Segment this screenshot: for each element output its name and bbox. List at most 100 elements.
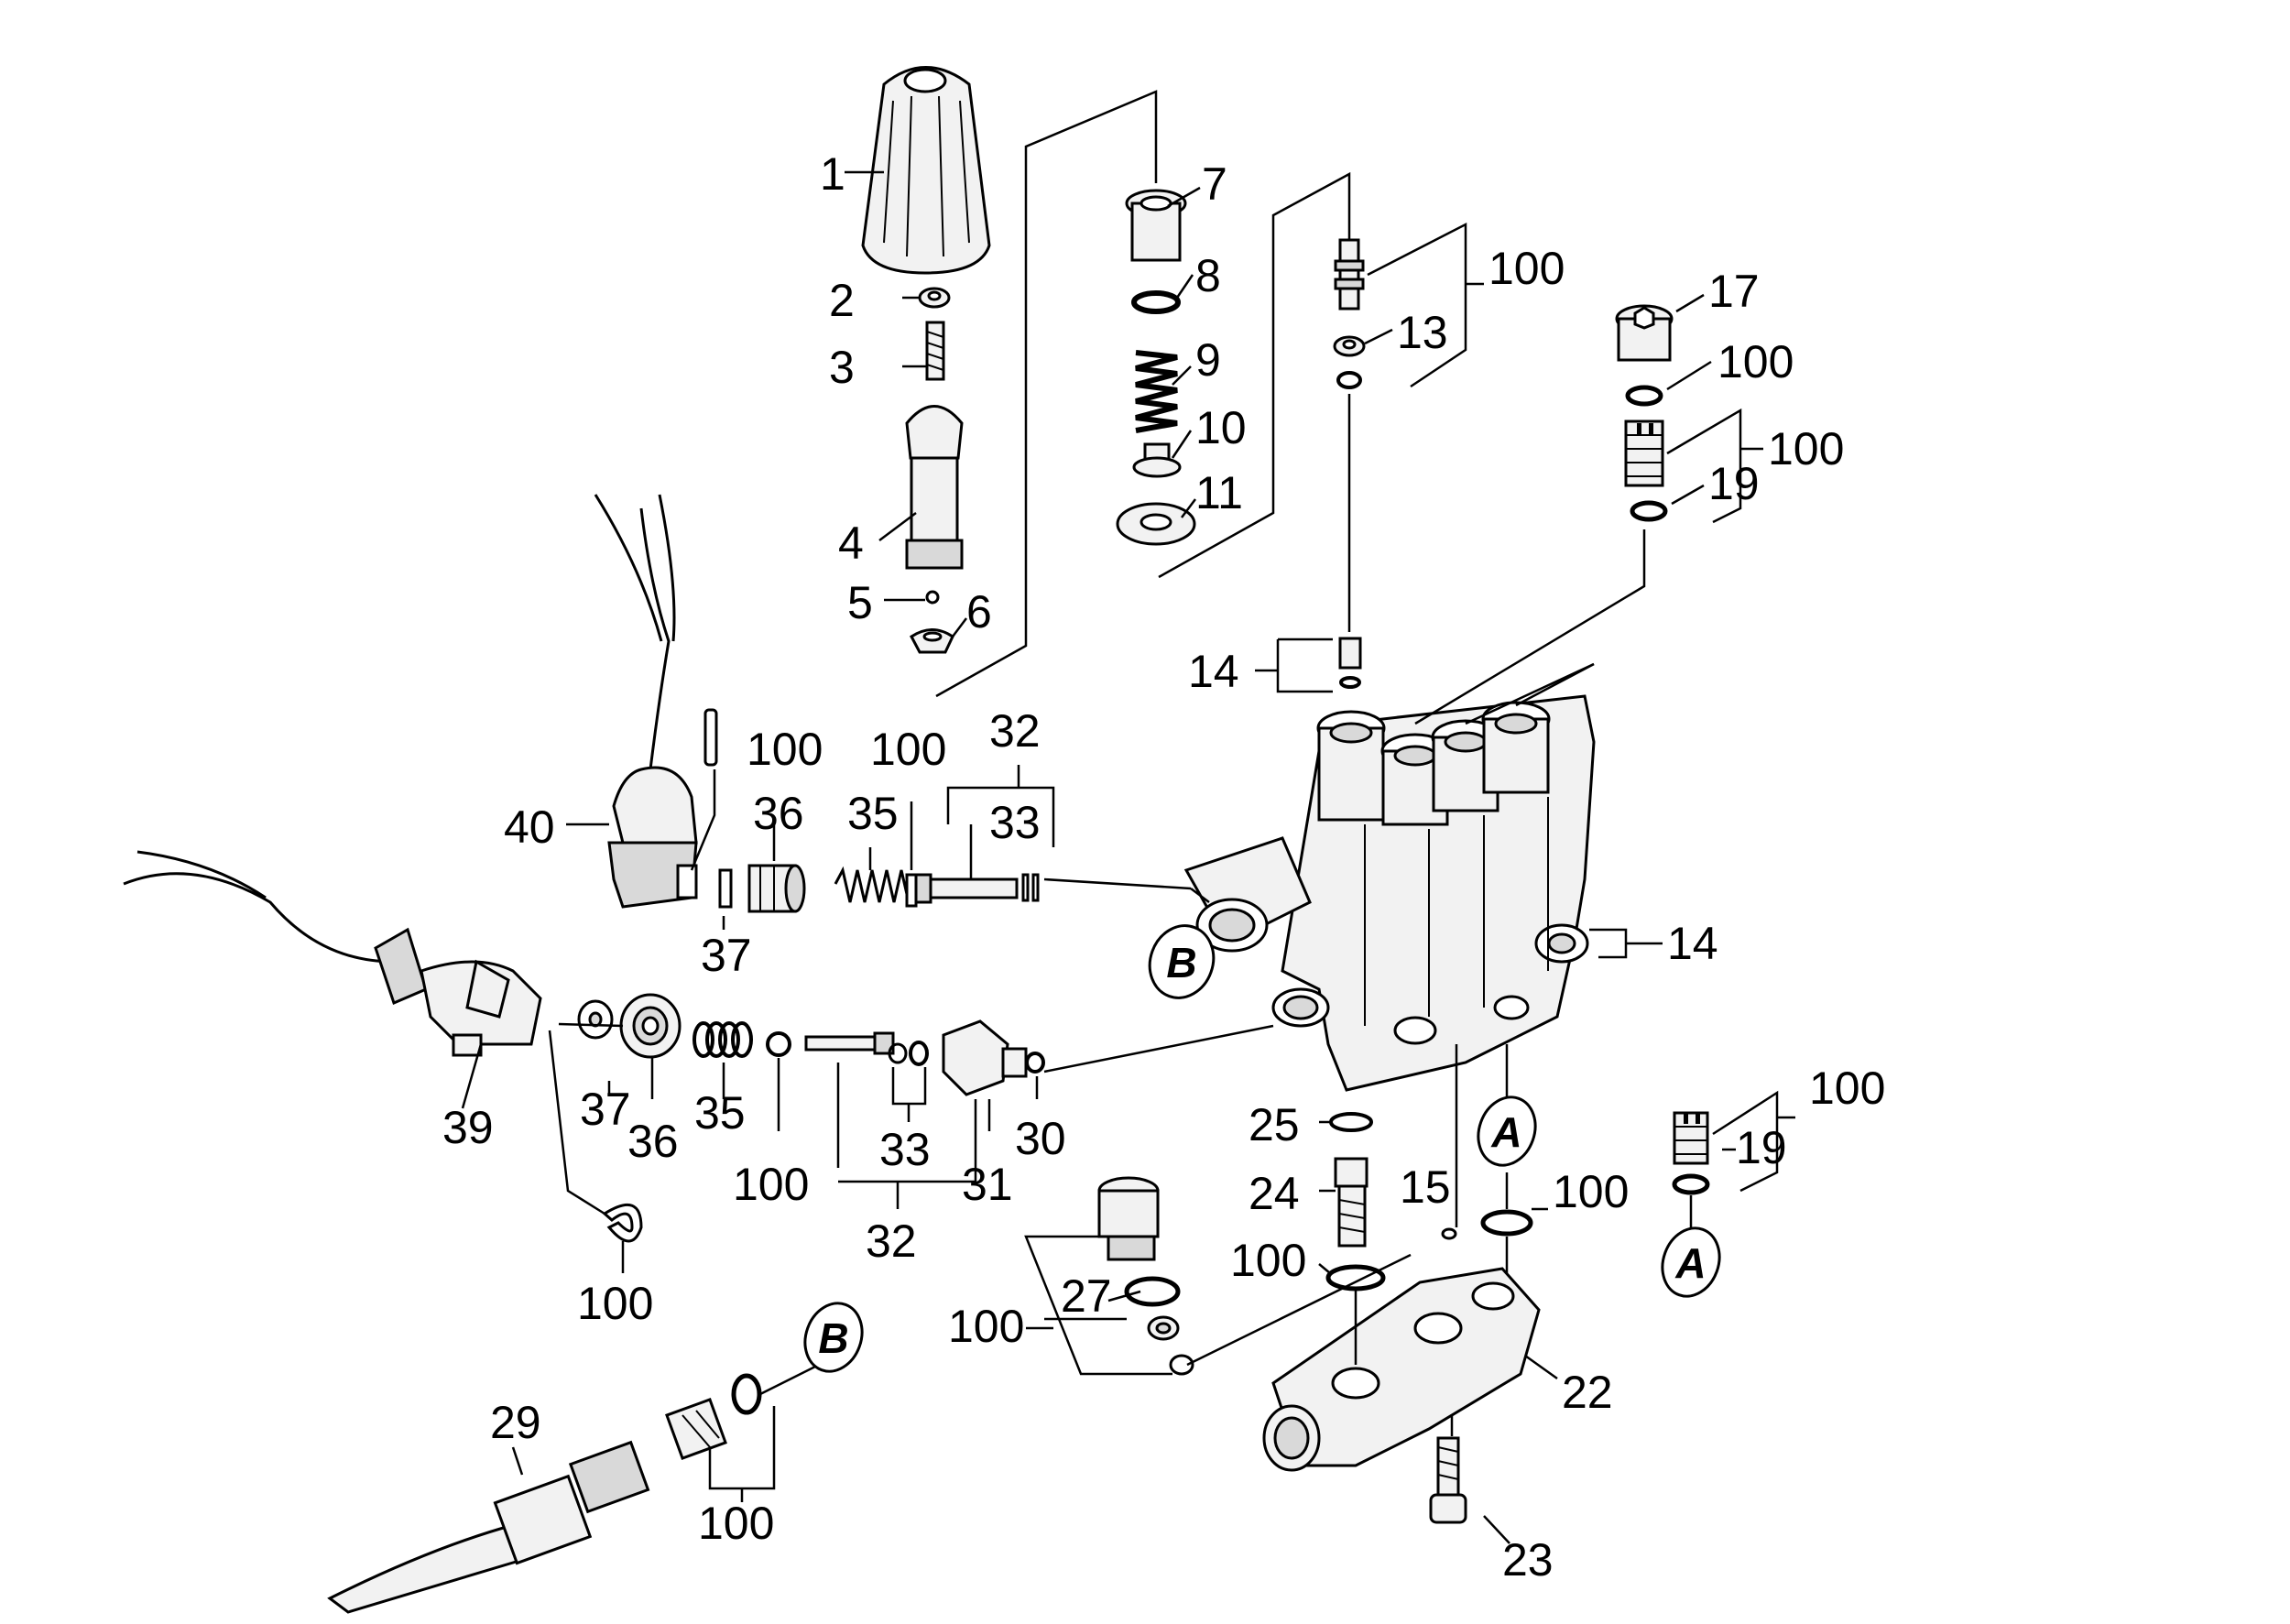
svg-text:B: B — [818, 1314, 848, 1362]
part-19-o-ring — [1630, 500, 1668, 522]
part-13-nut — [1333, 335, 1366, 357]
part-15-o-ring — [1441, 1227, 1457, 1240]
part-100-connector-lower — [665, 1398, 727, 1460]
part-6-seat — [910, 628, 954, 654]
label-24: 24 — [1249, 1168, 1300, 1219]
label-25: 25 — [1249, 1099, 1300, 1150]
label-13: 13 — [1397, 307, 1448, 358]
label-11: 11 — [1195, 467, 1243, 518]
part-1-knob — [861, 66, 991, 275]
label-35-upper: 35 — [847, 788, 899, 839]
label-32-lower: 32 — [866, 1215, 917, 1267]
label-9: 9 — [1195, 334, 1221, 386]
part-4-valve-body — [905, 405, 964, 570]
label-31: 31 — [962, 1159, 1013, 1210]
part-100-washer-lower — [766, 1031, 791, 1057]
label-7: 7 — [1202, 158, 1227, 210]
part-25-o-ring — [1329, 1112, 1373, 1132]
label-37-lower: 37 — [580, 1084, 631, 1135]
label-10: 10 — [1195, 402, 1247, 453]
pump-manifold — [1183, 694, 1596, 1092]
marker-b-lower: B — [803, 1302, 864, 1373]
label-14-upper: 14 — [1188, 646, 1239, 697]
leader-lines — [461, 90, 1795, 1544]
label-4: 4 — [838, 518, 864, 569]
marker-a-upper: A — [1477, 1095, 1537, 1167]
part-32-piston-upper — [914, 873, 1019, 904]
part-31-nut-lower — [942, 1019, 1028, 1096]
label-35-lower: 35 — [694, 1087, 746, 1139]
label-100-o-ring-mid: 100 — [1230, 1235, 1306, 1286]
label-100-hose-kit: 100 — [698, 1498, 774, 1549]
label-23: 23 — [1502, 1534, 1554, 1586]
part-8-o-ring — [1131, 290, 1181, 314]
part-3-screw — [925, 321, 945, 381]
part-100-o-ring-hose — [731, 1373, 762, 1415]
label-100-clip: 100 — [577, 1278, 653, 1329]
label-2: 2 — [829, 275, 855, 326]
label-100-plug-kit: 100 — [948, 1301, 1024, 1352]
marker-b-upper: B — [1148, 924, 1216, 999]
label-100-o-ring-17: 100 — [1718, 336, 1794, 387]
part-33-seals-lower — [888, 1041, 929, 1066]
label-32-upper: 32 — [989, 705, 1041, 757]
label-27: 27 — [1061, 1270, 1112, 1322]
part-36-fitting-lower — [619, 993, 682, 1059]
label-36-upper: 36 — [753, 788, 804, 839]
label-8: 8 — [1195, 250, 1221, 301]
label-33-lower: 33 — [879, 1124, 931, 1175]
label-29: 29 — [490, 1397, 541, 1448]
part-27-nut — [1147, 1315, 1180, 1341]
part-100-clip-lower — [602, 1204, 643, 1243]
part-17-plug — [1615, 304, 1674, 362]
part-5-ball — [925, 590, 940, 605]
part-32-piston-lower — [804, 1031, 895, 1055]
label-33-upper: 33 — [989, 797, 1041, 848]
label-39: 39 — [442, 1102, 494, 1153]
label-17: 17 — [1708, 266, 1760, 317]
label-37-upper: 37 — [701, 930, 752, 981]
label-5: 5 — [847, 577, 873, 628]
part-10-piston — [1132, 442, 1182, 478]
marker-a-lower: A — [1661, 1226, 1721, 1298]
label-100-tab-40: 100 — [747, 724, 823, 775]
part-37-gasket-upper — [718, 868, 733, 909]
part-2-nut — [918, 287, 951, 309]
part-17-o-ring — [1625, 385, 1663, 407]
part-35-spring-lower — [692, 1021, 753, 1058]
svg-text:A: A — [1674, 1239, 1706, 1287]
label-30: 30 — [1015, 1113, 1066, 1164]
part-36-fitting-upper — [747, 864, 806, 913]
label-100-ring-upper: 100 — [870, 724, 946, 775]
label-22: 22 — [1562, 1367, 1613, 1418]
part-19-valve-cage — [1624, 420, 1664, 487]
label-40: 40 — [504, 801, 555, 853]
svg-text:A: A — [1490, 1108, 1521, 1156]
part-14-sleeve — [1338, 637, 1362, 689]
part-number-labels: 1 2 3 4 5 6 7 8 9 10 11 13 14 14 15 17 1… — [442, 148, 1885, 1586]
part-19-valve-cage-lower — [1673, 1111, 1709, 1165]
part-100-o-ring-right — [1480, 1209, 1533, 1237]
part-40-pressure-switch — [594, 494, 698, 909]
label-100-kit-19-upper: 100 — [1768, 423, 1844, 474]
part-27-washer — [1169, 1354, 1194, 1376]
label-100-kit-13: 100 — [1488, 243, 1565, 294]
part-19-o-ring-lower — [1672, 1173, 1710, 1195]
label-3: 3 — [829, 342, 855, 393]
part-100-tab-upper — [703, 708, 718, 767]
label-100-washer-lower: 100 — [733, 1159, 809, 1210]
label-19-upper: 19 — [1708, 458, 1760, 509]
part-22-manifold-base — [1262, 1267, 1541, 1472]
label-1: 1 — [820, 148, 845, 200]
part-100-valve-stem — [1334, 238, 1365, 311]
part-23-bolt — [1429, 1436, 1467, 1524]
part-13-o-ring — [1336, 371, 1362, 389]
label-14-right: 14 — [1667, 918, 1718, 969]
part-100-o-ring-mid — [1325, 1264, 1386, 1292]
label-15: 15 — [1400, 1161, 1451, 1213]
part-27-o-ring — [1124, 1276, 1181, 1307]
svg-text:B: B — [1166, 939, 1196, 986]
part-24-valve — [1334, 1157, 1369, 1248]
part-37-washer-lower — [577, 999, 614, 1040]
